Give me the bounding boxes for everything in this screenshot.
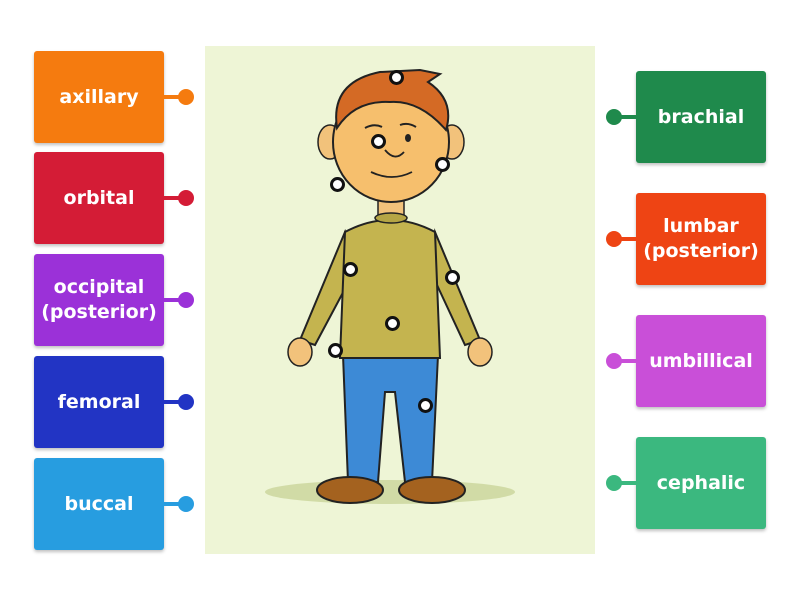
label-tile-buccal[interactable]: buccal xyxy=(34,458,194,550)
pin-dot-icon xyxy=(606,109,622,125)
pin-dot-icon xyxy=(178,292,194,308)
drop-target-hip[interactable] xyxy=(328,343,343,358)
connector-pin[interactable] xyxy=(164,89,194,105)
drop-target-armpit[interactable] xyxy=(343,262,358,277)
tile-label: occipital (posterior) xyxy=(41,276,157,323)
drop-target-ear-lower[interactable] xyxy=(435,157,450,172)
connector-pin[interactable] xyxy=(164,292,194,308)
drop-target-belly[interactable] xyxy=(385,316,400,331)
connector-pin[interactable] xyxy=(606,475,636,491)
drop-target-head-top[interactable] xyxy=(389,70,404,85)
pin-dot-icon xyxy=(606,231,622,247)
connector-pin[interactable] xyxy=(164,394,194,410)
label-tile-lumbar[interactable]: lumbar (posterior) xyxy=(606,193,766,285)
connector-pin[interactable] xyxy=(164,190,194,206)
label-tile-brachial[interactable]: brachial xyxy=(606,71,766,163)
tile-label: umbillical xyxy=(649,349,753,372)
connector-pin[interactable] xyxy=(606,109,636,125)
drop-target-upper-arm[interactable] xyxy=(445,270,460,285)
label-tile-cephalic[interactable]: cephalic xyxy=(606,437,766,529)
tile-label: buccal xyxy=(64,492,134,515)
label-tile-umbillical[interactable]: umbillical xyxy=(606,315,766,407)
pin-dot-icon xyxy=(178,89,194,105)
illustration-panel xyxy=(205,46,595,554)
drop-target-nose-side[interactable] xyxy=(371,134,386,149)
pin-dot-icon xyxy=(178,190,194,206)
label-tile-femoral[interactable]: femoral xyxy=(34,356,194,448)
drop-target-neck-side[interactable] xyxy=(330,177,345,192)
pin-dot-icon xyxy=(178,496,194,512)
tile-label: axillary xyxy=(59,85,139,108)
label-tile-orbital[interactable]: orbital xyxy=(34,152,194,244)
label-tile-occipital[interactable]: occipital (posterior) xyxy=(34,254,194,346)
tile-label: lumbar (posterior) xyxy=(643,215,759,262)
drop-target-thigh[interactable] xyxy=(418,398,433,413)
tile-label: brachial xyxy=(657,105,745,128)
tile-label: cephalic xyxy=(656,471,746,494)
pin-dot-icon xyxy=(178,394,194,410)
boy-figure-illustration xyxy=(265,68,515,504)
tile-label: femoral xyxy=(57,390,141,413)
connector-pin[interactable] xyxy=(606,353,636,369)
pin-dot-icon xyxy=(606,353,622,369)
pin-dot-icon xyxy=(606,475,622,491)
connector-pin[interactable] xyxy=(164,496,194,512)
label-tile-axillary[interactable]: axillary xyxy=(34,51,194,143)
tile-label: orbital xyxy=(63,186,135,209)
connector-pin[interactable] xyxy=(606,231,636,247)
